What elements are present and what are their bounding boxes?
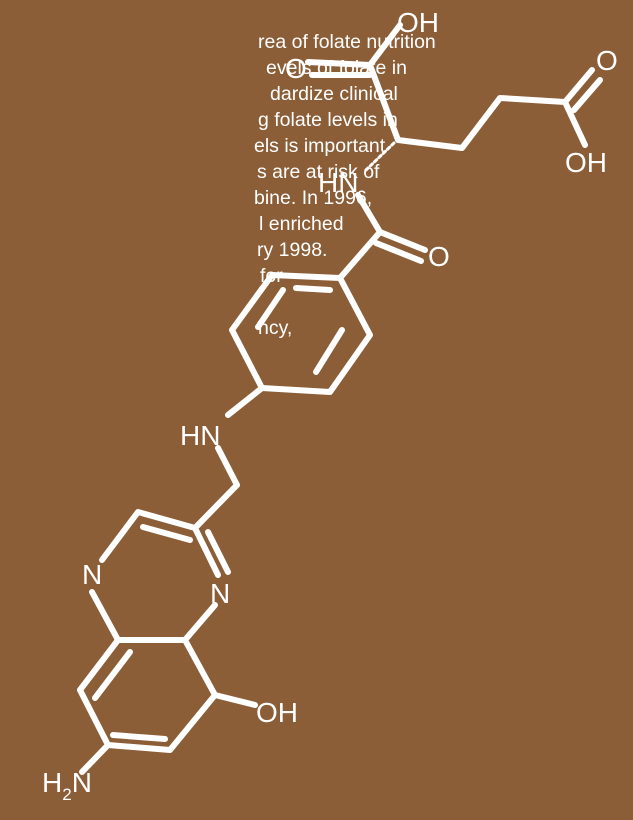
atom-label: OH (256, 697, 298, 728)
atom-label: OH (565, 147, 607, 178)
molecule-bonds (77, 22, 603, 775)
text-line: dardize clinical (270, 83, 398, 105)
atom-label: H2N (42, 767, 92, 804)
text-line: ncy, (258, 317, 293, 339)
text-line: ry 1998. (257, 239, 328, 261)
atom-label: O (285, 53, 307, 84)
atom-label: N (210, 578, 230, 609)
molecule-atoms: OH O O OH HN O HN N N OH H2N (42, 7, 618, 804)
text-line: els is important (254, 135, 386, 157)
atom-label: N (82, 559, 102, 590)
text-line: bine. In 1996, (254, 187, 373, 209)
atom-label: HN (318, 167, 358, 198)
text-line: l enriched (259, 213, 344, 235)
atom-label: O (596, 45, 618, 76)
text-line: g folate levels in (258, 109, 398, 131)
atom-label: O (428, 241, 450, 272)
atom-label: HN (180, 420, 220, 451)
body-text: rea of folate nutrition evels of folate … (0, 30, 440, 460)
atom-label: OH (397, 7, 439, 38)
text-line: s are at risk of (257, 161, 380, 183)
